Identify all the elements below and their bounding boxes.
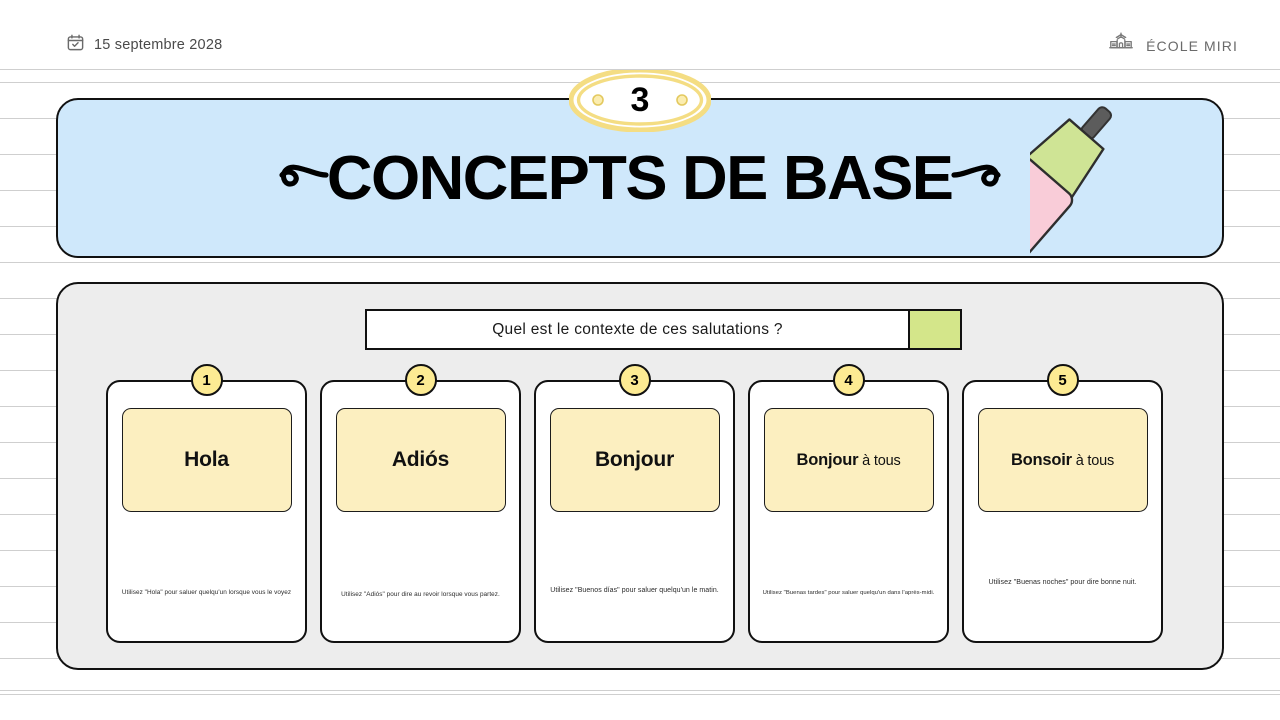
greeting-card[interactable]: 1 Hola Utilisez "Hola" pour saluer quelq… [106,364,307,643]
card-caption: Utilisez "Buenas noches" pour dire bonne… [988,578,1137,586]
term-text: Hola [184,447,229,471]
bottom-rule [0,690,1280,691]
term-text: Bonjour à tous [796,450,901,469]
step-number-badge: 3 [568,67,712,133]
school-building-icon [1108,31,1134,60]
question-accent-block [908,311,960,348]
header-date: 15 septembre 2028 [94,37,223,53]
greeting-card[interactable]: 3 Bonjour Utilisez "Buenos días" pour sa… [534,364,735,643]
content-panel: Quel est le contexte de ces salutations … [56,282,1224,670]
card-number-badge: 4 [832,364,865,396]
date-group: 15 septembre 2028 [66,33,222,57]
question-text: Quel est le contexte de ces salutations … [492,320,783,338]
term-tile: Hola [121,408,292,512]
page-header: 15 septembre 2028 ÉCOLE MIRI [0,0,1280,70]
term-text: Adiós [391,447,450,471]
term-tile: Bonjour [549,408,720,512]
card-number-badge: 2 [404,364,437,396]
greeting-card[interactable]: 4 Bonjour à tous Utilisez "Buenas tardes… [748,364,949,643]
card-number-badge: 5 [1046,364,1079,396]
greeting-card[interactable]: 5 Bonsoir à tous Utilisez "Buenas noches… [962,364,1163,643]
term-text: Bonsoir à tous [1010,450,1115,469]
card-number-badge: 1 [190,364,223,396]
swirl-flourish-right-icon [951,153,1003,204]
swirl-flourish-left-icon [277,153,329,204]
school-name: ÉCOLE MIRI [1146,37,1238,54]
card-caption: Utilisez "Buenas tardes" pour saluer que… [762,590,935,596]
card-caption: Utilisez "Adiós" pour dire au revoir lor… [341,591,500,598]
calendar-check-icon [66,33,85,57]
page-title: CONCEPTS DE BASE [327,143,954,213]
card-caption: Utilisez "Hola" pour saluer quelqu'un lo… [121,589,292,596]
title-row: CONCEPTS DE BASE [58,100,1222,256]
school-brand: ÉCOLE MIRI [1108,31,1238,60]
card-caption: Utilisez "Buenos días" pour saluer quelq… [550,587,719,594]
term-tile: Bonjour à tous [763,408,934,512]
step-number-value: 3 [630,80,650,119]
cards-row: 1 Hola Utilisez "Hola" pour saluer quelq… [106,364,1178,643]
question-bar[interactable]: Quel est le contexte de ces salutations … [365,309,962,350]
term-tile: Adiós [335,408,506,512]
greeting-card[interactable]: 2 Adiós Utilisez "Adiós" pour dire au re… [320,364,521,643]
term-tile: Bonsoir à tous [977,408,1148,512]
term-text: Bonjour [594,447,675,471]
card-number-badge: 3 [618,364,651,396]
